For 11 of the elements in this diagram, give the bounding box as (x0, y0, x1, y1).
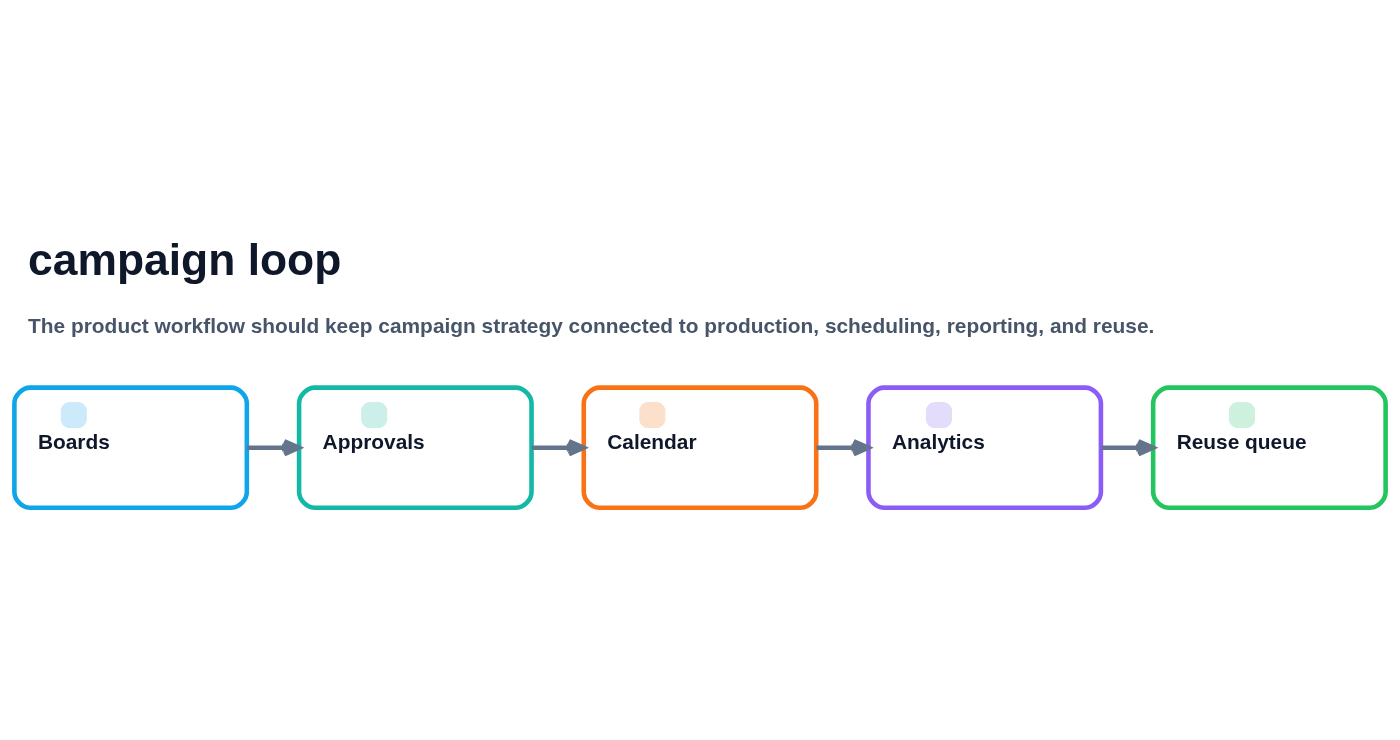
arrow (531, 438, 586, 457)
arrow (1101, 438, 1156, 457)
diagram-title: campaign loop (28, 234, 342, 284)
node-box: Reuse queue (1150, 385, 1388, 511)
node-box: Boards (12, 385, 250, 511)
caption: The product workflow should keep campaign strategy connected to production, scheduling, reporting, and reuse. (28, 314, 1155, 338)
node-box: Approvals (296, 385, 534, 511)
arrow (247, 438, 302, 457)
arrow (816, 438, 871, 457)
node-box: Analytics (866, 385, 1104, 511)
node-box: Calendar (581, 385, 819, 511)
